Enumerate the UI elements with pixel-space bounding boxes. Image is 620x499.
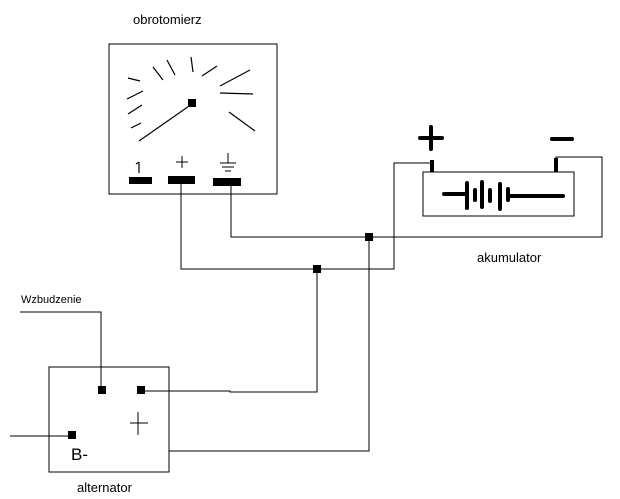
wire-alternator-plus — [145, 269, 318, 393]
ground-icon — [220, 153, 236, 172]
dial-tick — [166, 59, 176, 76]
alternator-label: alternator — [77, 480, 133, 495]
dial-tick — [127, 104, 143, 115]
tachometer-label: obrotomierz — [133, 12, 202, 27]
battery-label: akumulator — [477, 250, 542, 265]
wire-tacho-plus — [180, 184, 317, 270]
tachometer-body — [108, 43, 278, 195]
alternator-excitation-terminal — [98, 386, 106, 394]
junction-ground — [365, 233, 373, 241]
wire-battery-minus — [369, 156, 603, 238]
tachometer-dial-ticks — [126, 56, 256, 132]
dial-tick — [126, 90, 144, 100]
tachometer: obrotomierz — [108, 12, 278, 195]
alternator-body — [48, 366, 170, 473]
junction-plus — [313, 265, 321, 273]
alternator-b-minus-terminal — [68, 431, 76, 439]
dial-tick — [127, 77, 141, 82]
terminal-1 — [129, 177, 152, 184]
battery: akumulator — [418, 125, 575, 265]
alternator-plus-terminal — [137, 386, 145, 394]
terminal-plus — [168, 176, 195, 184]
plus-symbol — [176, 156, 188, 168]
wires — [10, 156, 603, 452]
dial-tick — [219, 69, 251, 87]
terminal-ground — [213, 178, 241, 186]
excitation-label: Wzbudzenie — [21, 294, 82, 306]
battery-body — [422, 171, 575, 217]
wire-battery-plus — [317, 162, 432, 270]
wire-alternator-ground — [169, 237, 370, 452]
needle-pivot — [188, 99, 196, 107]
wire-tacho-ground — [230, 186, 369, 238]
dial-tick — [228, 111, 256, 132]
dial-tick — [219, 92, 254, 95]
alternator-plus-symbol — [130, 412, 148, 435]
dial-tick — [130, 122, 142, 129]
terminal-1-symbol — [135, 161, 140, 173]
dial-tick — [152, 66, 164, 81]
battery-cell-symbol — [442, 180, 565, 211]
wire-excitation — [20, 311, 102, 386]
dial-tick — [190, 56, 194, 73]
dial-tick — [201, 65, 218, 77]
b-minus-label: B- — [71, 445, 88, 464]
alternator: B- alternator — [48, 366, 170, 495]
battery-plus-sign — [418, 125, 444, 151]
tachometer-needle — [138, 103, 193, 142]
